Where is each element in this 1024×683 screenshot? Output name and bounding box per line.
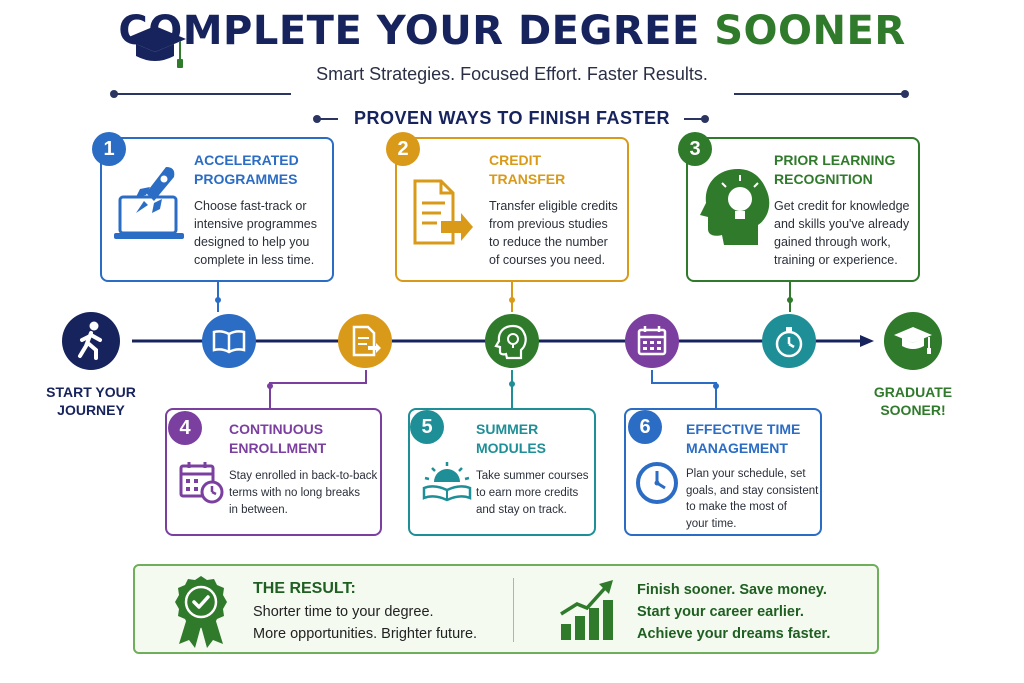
- result-line-2: More opportunities. Brighter future.: [253, 626, 478, 642]
- graduation-cap-icon: [124, 26, 186, 68]
- clock-icon: [636, 462, 678, 504]
- step-badge-2: 2: [386, 132, 420, 166]
- node-stopwatch: [762, 314, 816, 368]
- node-calendar: [625, 314, 679, 368]
- step-badge-1: 1: [92, 132, 126, 166]
- title-part-2: SOONER: [714, 8, 906, 54]
- benefit-1: Finish sooner. Save money.: [637, 582, 827, 598]
- step-badge-6: 6: [628, 410, 662, 444]
- award-badge-icon: [175, 576, 227, 648]
- walking-person-icon: [78, 321, 102, 360]
- benefit-2: Start your career earlier.: [637, 604, 804, 620]
- node-graduate: [884, 312, 942, 370]
- section-title: PROVEN WAYS TO FINISH FASTER: [353, 108, 671, 128]
- section-divider-right: [684, 115, 709, 123]
- result-divider: [513, 578, 514, 642]
- lightbulb-head-icon: [494, 324, 527, 360]
- step-badge-3: 3: [678, 132, 712, 166]
- section-divider-left: [313, 115, 338, 123]
- subtitle: Smart Strategies. Focused Effort. Faster…: [316, 64, 708, 84]
- node-lightbulb: [485, 314, 539, 368]
- result-title: THE RESULT:: [253, 580, 356, 597]
- node-start: [62, 312, 120, 370]
- sun-book-icon: [422, 462, 472, 502]
- rocket-laptop-icon: [114, 167, 184, 239]
- document-icon: [352, 325, 381, 357]
- document-transfer-icon: [413, 179, 473, 245]
- calendar-clock-icon: [179, 462, 224, 504]
- calendar-icon: [637, 326, 667, 356]
- benefit-3: Achieve your dreams faster.: [637, 626, 831, 642]
- graduation-cap-node-icon: [894, 327, 932, 354]
- stopwatch-icon: [775, 327, 803, 358]
- growth-chart-icon: [560, 580, 613, 640]
- page-title: COMPLETE YOUR DEGREE SOONER: [0, 8, 1024, 54]
- title-part-1: COMPLETE YOUR DEGREE: [118, 8, 700, 54]
- divider-left: [110, 90, 291, 98]
- node-document: [338, 314, 392, 368]
- head-lightbulb-icon: [700, 169, 770, 245]
- step-badge-4: 4: [168, 411, 202, 445]
- result-line-1: Shorter time to your degree.: [253, 604, 434, 620]
- node-book: [202, 314, 256, 368]
- result-panel: THE RESULT: Shorter time to your degree.…: [133, 564, 879, 654]
- book-icon: [212, 330, 246, 354]
- divider-right: [734, 90, 909, 98]
- step-badge-5: 5: [410, 410, 444, 444]
